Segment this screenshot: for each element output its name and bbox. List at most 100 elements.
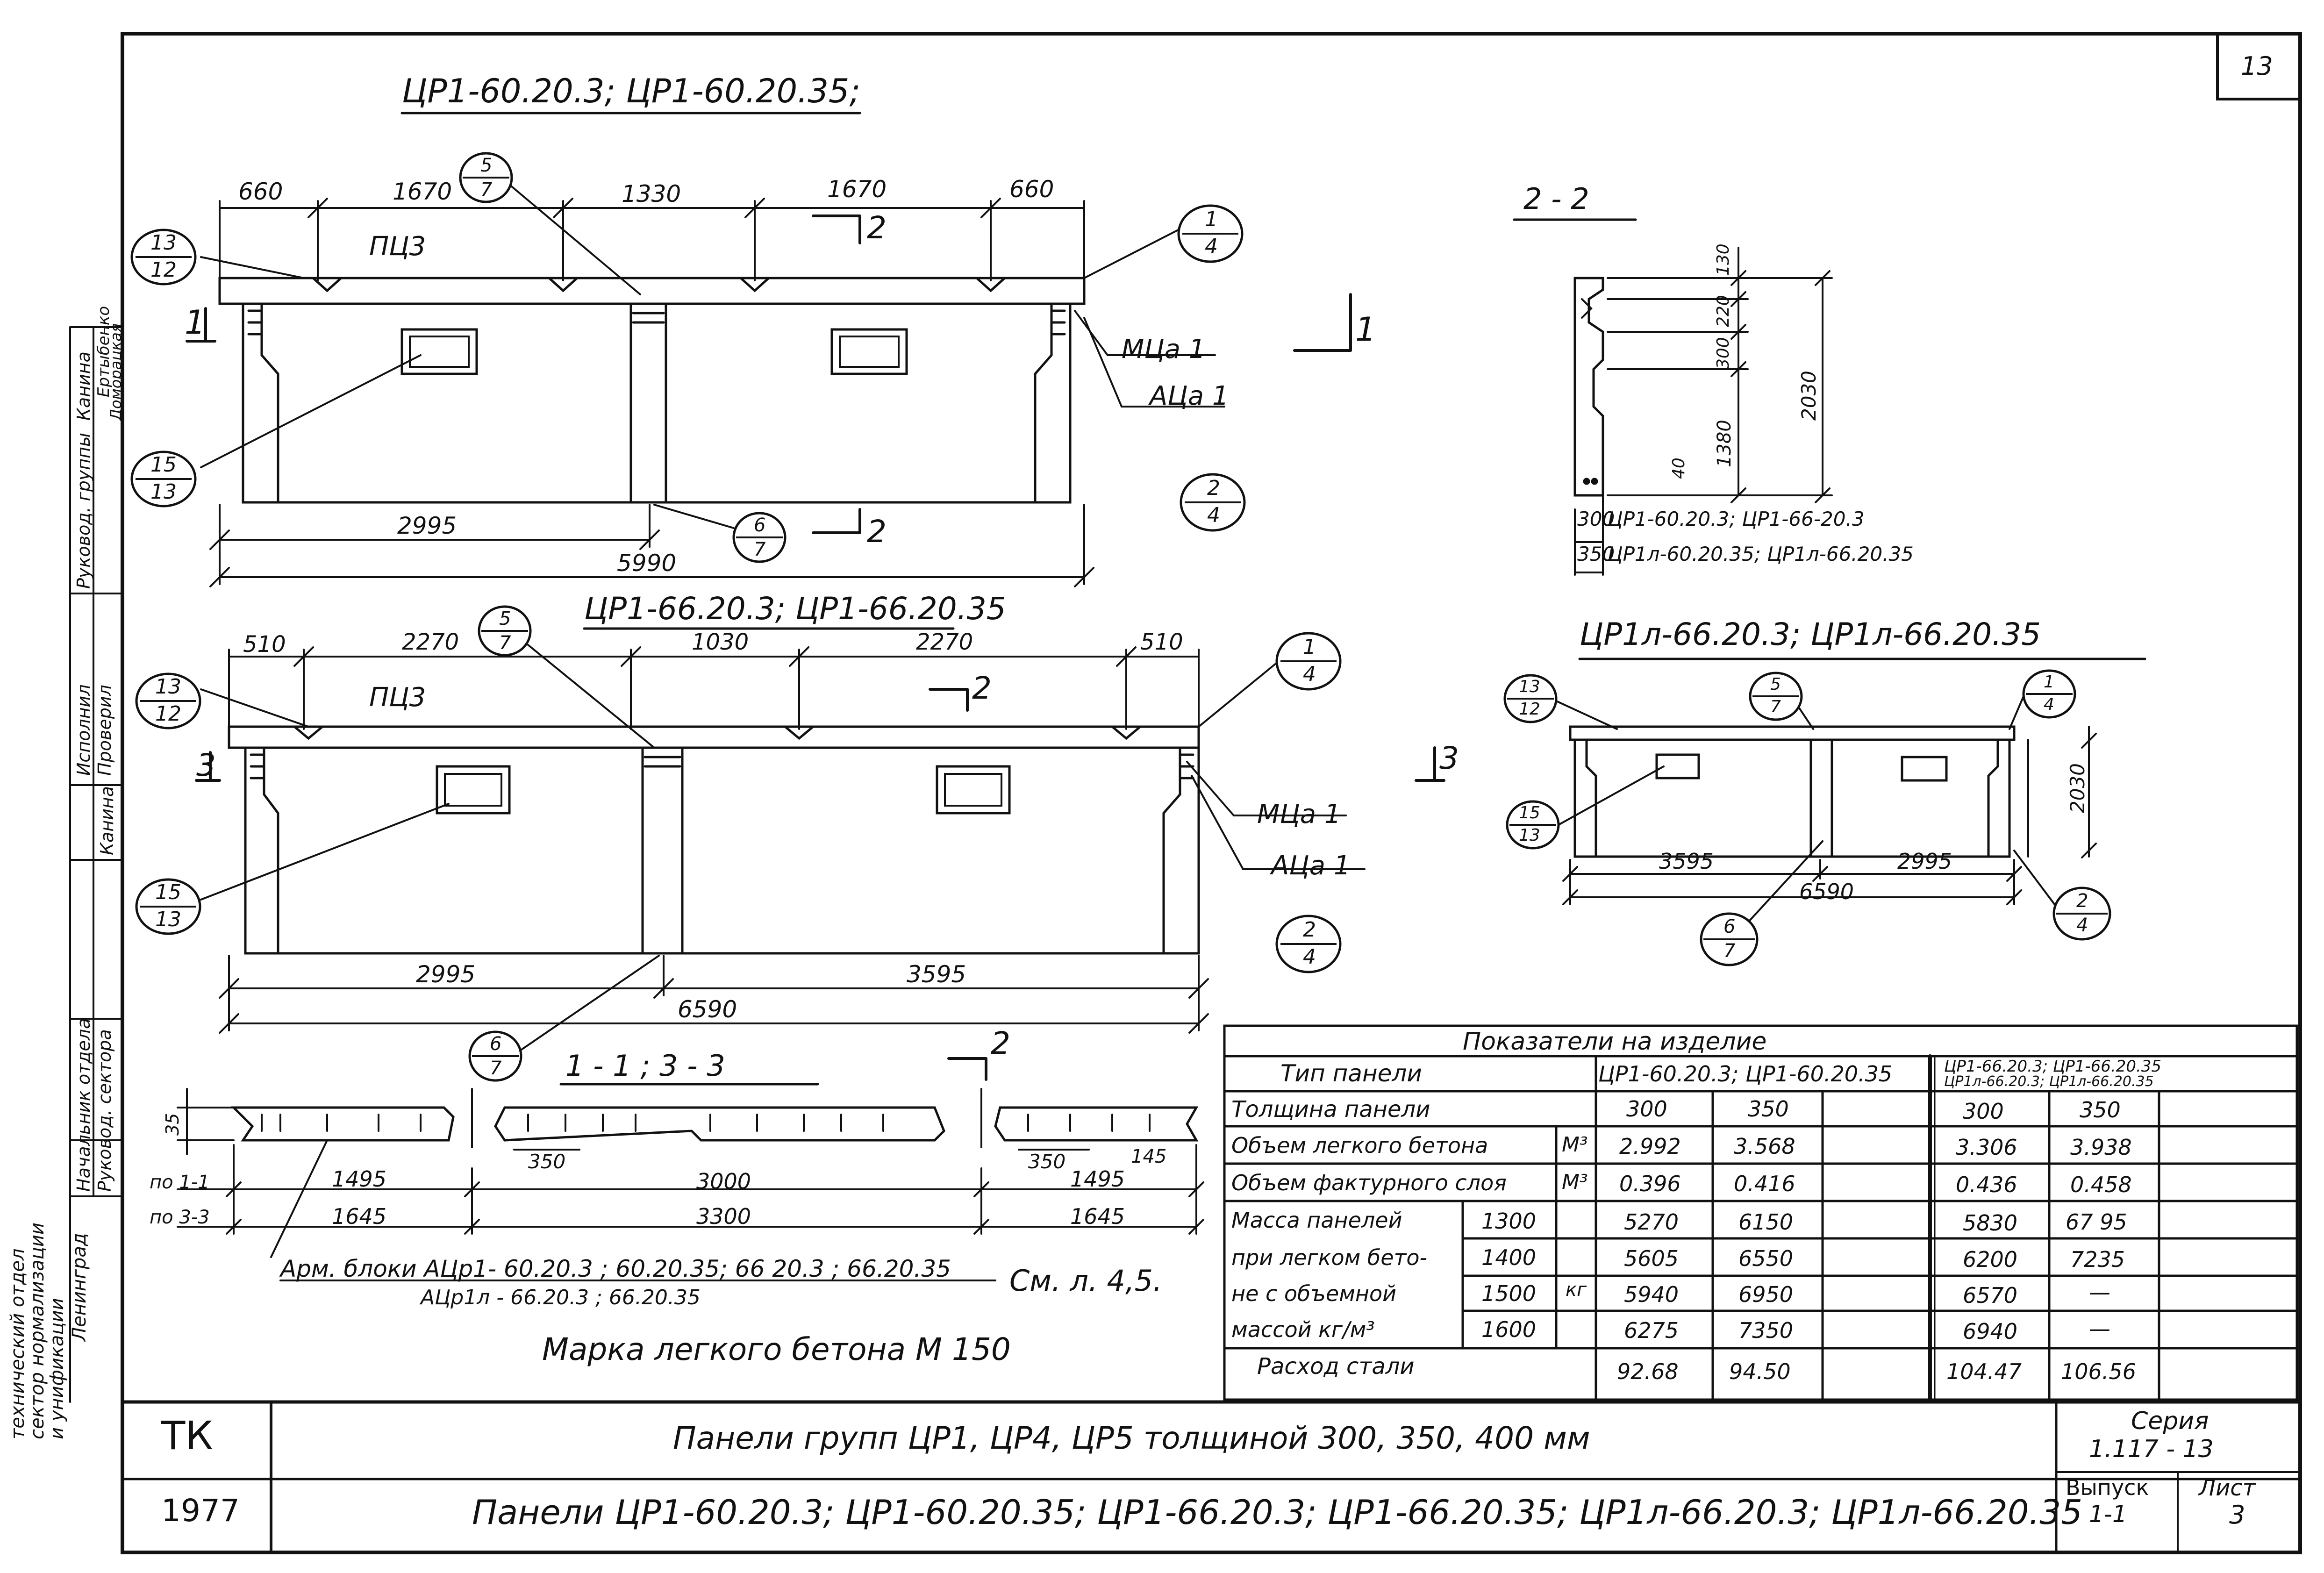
steel-b1: 104.47 bbox=[1946, 1359, 2022, 1384]
section-mark-2-section: 2 bbox=[991, 1025, 1010, 1061]
dim-a-4: 1670 bbox=[827, 176, 887, 203]
table-row-thickness-a1: 300 bbox=[1626, 1096, 1667, 1122]
table-row-lightweight-volume-unit: М³ bbox=[1562, 1133, 1588, 1157]
callout-6-7-b-top: 6 bbox=[490, 1033, 502, 1055]
table-row-thickness-label: Толщина панели bbox=[1231, 1096, 1430, 1123]
mass-row-1300-b2: 67 95 bbox=[2066, 1209, 2127, 1235]
s22-row1-thickness: 300 bbox=[1577, 508, 1615, 530]
table-row-thickness-b2: 350 bbox=[2080, 1097, 2121, 1123]
pts-label-a: ПЦ3 bbox=[369, 231, 426, 262]
callout-13-12-c-bottom: 12 bbox=[1519, 700, 1540, 719]
dim-s11-c: 350 bbox=[1028, 1150, 1066, 1173]
dim-s11-row2-left: 1645 bbox=[332, 1204, 387, 1229]
title-block-year: 1977 bbox=[161, 1493, 240, 1529]
callout-15-13-c-bottom: 13 bbox=[1519, 826, 1540, 845]
mass-row-1500-b2: — bbox=[2089, 1280, 2110, 1305]
dim-a-1: 660 bbox=[238, 178, 283, 205]
callout-13-12-b-bottom: 12 bbox=[155, 702, 181, 726]
stamp-row-executed: Исполнил bbox=[73, 684, 94, 776]
table-mass-unit: кг bbox=[1566, 1279, 1587, 1301]
ats-label-b: АЦа 1 bbox=[1271, 851, 1351, 881]
see-sheets-note: См. л. 4,5. bbox=[1009, 1264, 1162, 1298]
dim-s11-row1-right: 1495 bbox=[1070, 1166, 1125, 1192]
table-mass-label-2: при легком бето- bbox=[1231, 1245, 1428, 1270]
title-block-line1: Панели групп ЦР1, ЦР4, ЦР5 толщиной 300,… bbox=[673, 1420, 1590, 1456]
mass-row-1500-density: 1500 bbox=[1481, 1281, 1537, 1306]
callout-2-4-c-top: 2 bbox=[2076, 890, 2088, 912]
callout-2-4-b-bottom: 4 bbox=[1303, 945, 1316, 969]
section-2-2-title: 2 - 2 bbox=[1523, 182, 1589, 216]
callout-6-7-c-bottom: 7 bbox=[1723, 940, 1736, 962]
callout-15-13-b-bottom: 13 bbox=[155, 908, 181, 931]
stamp-name-1: Канина bbox=[73, 351, 94, 421]
callout-13-12-c-top: 13 bbox=[1519, 677, 1540, 696]
mass-row-1600-a1: 6275 bbox=[1624, 1318, 1679, 1343]
dim-c-total: 6590 bbox=[1799, 879, 1854, 904]
s22-row2-text: ЦР1л-60.20.35; ЦР1л-66.20.35 bbox=[1608, 543, 1914, 565]
dim-b-right: 3595 bbox=[907, 961, 966, 988]
callout-1-4-c-top: 1 bbox=[2044, 672, 2054, 692]
dim-b-total: 6590 bbox=[678, 996, 737, 1023]
table-steel-label: Расход стали bbox=[1257, 1353, 1415, 1380]
callout-2-4-a-bottom: 4 bbox=[1207, 503, 1220, 527]
dim-c-height: 2030 bbox=[2066, 763, 2089, 813]
dim-c-right: 2995 bbox=[1897, 849, 1952, 874]
dim-s11-row2-label: по 3-3 bbox=[150, 1207, 210, 1228]
section-mark-2-b: 2 bbox=[972, 670, 992, 706]
section-mark-3-left: 3 bbox=[196, 747, 216, 783]
mass-row-1400-a2: 6550 bbox=[1738, 1246, 1794, 1271]
mass-row-1400-b2: 7235 bbox=[2070, 1247, 2125, 1272]
mass-row-1400-a1: 5605 bbox=[1624, 1246, 1679, 1271]
dim-b-5: 510 bbox=[1140, 629, 1183, 655]
dim-s11-b: 350 bbox=[528, 1150, 566, 1173]
mass-row-1300-b1: 5830 bbox=[1963, 1210, 2018, 1236]
table-mass-label-4: массой кг/м³ bbox=[1231, 1317, 1375, 1342]
mass-row-1600-a2: 7350 bbox=[1738, 1318, 1794, 1343]
dim-s11-row1-left: 1495 bbox=[332, 1166, 387, 1192]
table-row-facing-volume-a2: 0.416 bbox=[1734, 1171, 1795, 1196]
callout-1-4-a-top: 1 bbox=[1205, 207, 1218, 231]
panel-a-title: ЦР1-60.20.3; ЦР1-60.20.35; bbox=[402, 72, 861, 110]
table-col-b-header-1: ЦР1-66.20.3; ЦР1-66.20.35 bbox=[1944, 1057, 2162, 1076]
arm-blocks-note-1: Арм. блоки АЦр1- 60.20.3 ; 60.20.35; 66 … bbox=[280, 1255, 951, 1282]
ats-label-a: АЦа 1 bbox=[1150, 381, 1229, 411]
dim-a-total: 5990 bbox=[617, 550, 677, 577]
stamp-org-4: Ленинград bbox=[69, 1233, 90, 1341]
s22-row2-thickness: 350 bbox=[1577, 543, 1615, 565]
callout-15-13-a-bottom: 13 bbox=[150, 480, 177, 504]
section-mark-1-left: 1 bbox=[185, 303, 206, 342]
mass-row-1500-a1: 5940 bbox=[1624, 1282, 1679, 1307]
table-col-a-header: ЦР1-60.20.3; ЦР1-60.20.35 bbox=[1598, 1061, 1893, 1087]
table-mass-label-1: Масса панелей bbox=[1231, 1208, 1402, 1233]
sheet-number: 13 bbox=[2241, 51, 2273, 81]
table-row-lightweight-volume-label: Объем легкого бетона bbox=[1231, 1133, 1488, 1158]
callout-15-13-a-top: 15 bbox=[150, 453, 177, 477]
dim-s11-row2-mid: 3300 bbox=[696, 1204, 751, 1229]
table-row-facing-volume-unit: М³ bbox=[1562, 1170, 1588, 1194]
dim-s22-h4: 1380 bbox=[1714, 420, 1735, 467]
title-block-issue: 1-1 bbox=[2089, 1501, 2127, 1528]
pts-label-b: ПЦ3 bbox=[369, 682, 426, 713]
stamp-name-4: Канина bbox=[97, 786, 117, 855]
dim-b-1: 510 bbox=[243, 631, 286, 658]
title-block-sheet-label: Лист bbox=[2199, 1475, 2256, 1501]
callout-5-7-a-bottom: 7 bbox=[480, 179, 493, 200]
concrete-grade-note: Марка легкого бетона М 150 bbox=[542, 1331, 1011, 1367]
callout-13-12-a-bottom: 12 bbox=[150, 258, 177, 282]
dim-a-2: 1670 bbox=[393, 178, 452, 205]
arm-blocks-note-2: АЦр1л - 66.20.3 ; 66.20.35 bbox=[421, 1286, 701, 1309]
callout-13-12-b-top: 13 bbox=[155, 675, 181, 699]
dim-c-left: 3595 bbox=[1659, 849, 1714, 874]
panel-b-title: ЦР1-66.20.3; ЦР1-66.20.35 bbox=[584, 591, 1006, 627]
callout-6-7-b-bottom: 7 bbox=[490, 1058, 502, 1079]
callout-6-7-c-top: 6 bbox=[1723, 916, 1736, 937]
stamp-org-3: и унификации bbox=[46, 1298, 68, 1439]
mass-row-1500-a2: 6950 bbox=[1738, 1282, 1794, 1307]
table-row-facing-volume-label: Объем фактурного слоя bbox=[1231, 1170, 1507, 1195]
table-caption: Показатели на изделие bbox=[1463, 1028, 1767, 1056]
dim-s22-h2: 220 bbox=[1714, 295, 1733, 327]
dim-s11-row1-label: по 1-1 bbox=[150, 1172, 210, 1193]
callout-1-4-a-bottom: 4 bbox=[1205, 235, 1218, 258]
table-row-thickness-b1: 300 bbox=[1963, 1099, 2004, 1124]
